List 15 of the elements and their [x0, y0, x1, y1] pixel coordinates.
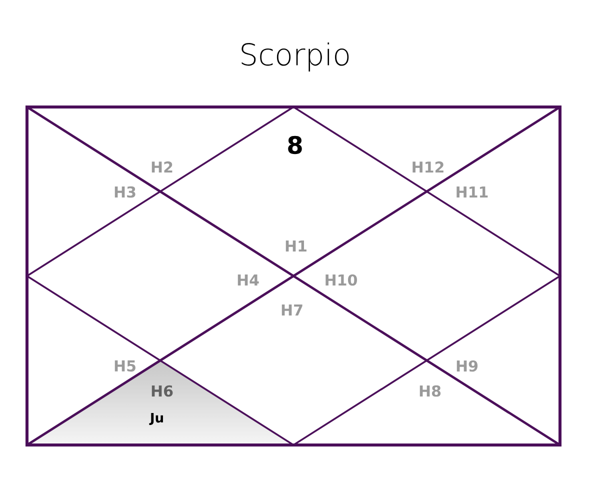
planet-label: Ju: [149, 412, 163, 426]
house-label: H8: [420, 385, 441, 397]
house-label: H9: [456, 360, 478, 372]
house-label: H10: [326, 274, 357, 286]
house-label: H7: [282, 304, 302, 316]
sign-number: 8: [288, 136, 302, 154]
house-label: H5: [114, 360, 136, 372]
house-label: H4: [238, 274, 259, 286]
house-label: H11: [456, 186, 488, 198]
house-label: H1: [286, 240, 306, 252]
house-label: H2: [152, 161, 172, 173]
chart-title: Scorpio: [242, 42, 349, 72]
house-label: H3: [114, 186, 136, 198]
house-label: H12: [412, 161, 444, 173]
house-label: H6: [152, 385, 173, 397]
